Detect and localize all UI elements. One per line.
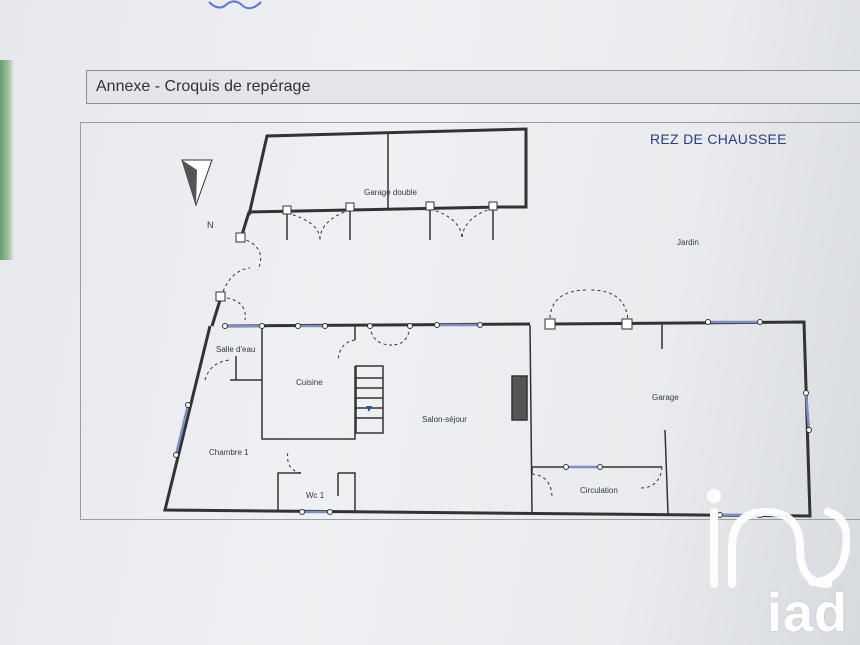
section-header: Annexe - Croquis de repérage bbox=[86, 70, 860, 104]
room-label-salle-deau: Salle d'eau bbox=[216, 345, 256, 354]
wall-double-garage bbox=[247, 127, 528, 216]
iad-logo-text: iad bbox=[767, 583, 849, 643]
room-label-salon-sejour: Salon-séjour bbox=[422, 415, 467, 424]
desk-edge bbox=[0, 60, 14, 260]
room-label-garage-double: Garage double bbox=[364, 188, 417, 197]
north-label: N bbox=[207, 220, 214, 230]
wall-link-right bbox=[210, 296, 223, 327]
level-title: REZ DE CHAUSSEE bbox=[650, 131, 787, 147]
room-label-chambre-1: Chambre 1 bbox=[209, 448, 249, 457]
room-label-garage: Garage bbox=[652, 393, 679, 402]
room-label-circulation: Circulation bbox=[580, 486, 618, 495]
plan-frame bbox=[80, 122, 860, 520]
pen-scribble bbox=[208, 0, 262, 10]
room-label-wc-1: Wc 1 bbox=[306, 491, 325, 500]
north-arrow-icon bbox=[181, 159, 213, 207]
room-label-cuisine: Cuisine bbox=[296, 378, 323, 387]
section-title: Annexe - Croquis de repérage bbox=[96, 78, 311, 95]
iad-logo-icon bbox=[707, 489, 850, 588]
room-label-jardin: Jardin bbox=[677, 238, 699, 247]
wall-main-top bbox=[224, 322, 531, 328]
